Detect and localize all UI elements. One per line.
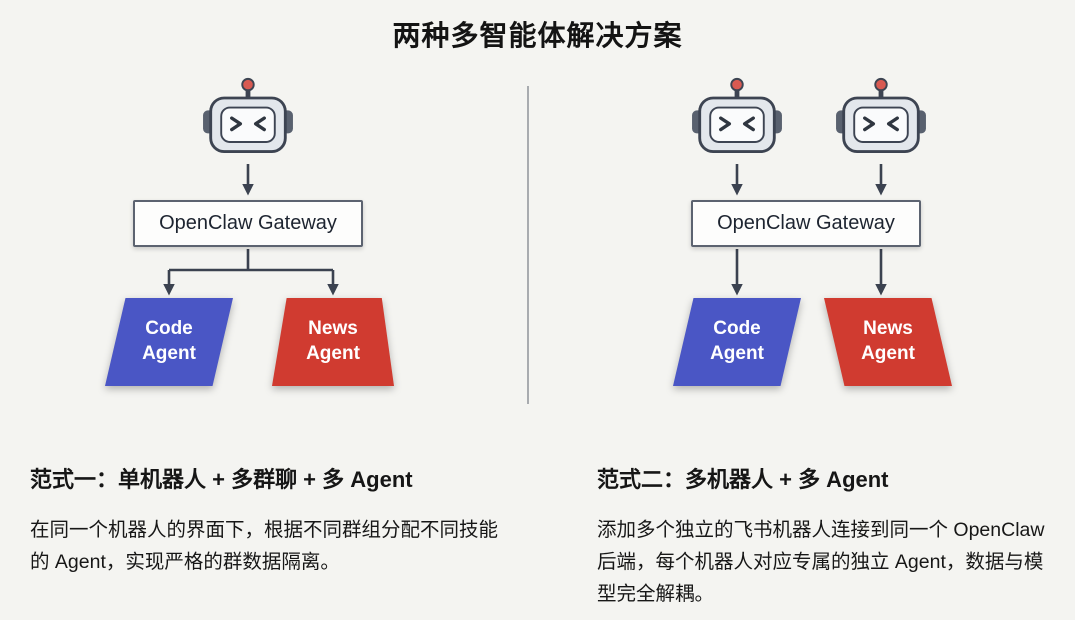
agent-label-line2: Agent [861,343,915,364]
agent-label-line2: Agent [710,343,764,364]
gateway-label: OpenClaw Gateway [159,212,337,234]
paradigm-description-right: 添加多个独立的飞书机器人连接到同一个 OpenClaw 后端，每个机器人对应专属… [597,519,1045,606]
paradigm-description-left: 在同一个机器人的界面下，根据不同群组分配不同技能的 Agent，实现严格的群数据… [30,519,499,574]
code-agent-shape-right: Code Agent [673,298,801,386]
agent-label-line2: Agent [142,343,196,364]
agent-label-line2: Agent [306,343,360,364]
paradigm-heading-right: 范式二：多机器人 + 多 Agent [597,467,889,492]
news-agent-shape-right: News Agent [824,298,952,386]
robot-icon-right-2 [833,76,929,164]
page-title: 两种多智能体解决方案 [392,20,683,51]
agent-label-line1: News [863,318,913,340]
robot-icon-right-1 [689,76,785,164]
agent-label-line1: Code [713,318,761,340]
paradigm-heading-left: 范式一：单机器人 + 多群聊 + 多 Agent [30,467,413,492]
news-agent-shape-left: News Agent [272,298,394,386]
code-agent-shape-left: Code Agent [105,298,233,386]
gateway-box-left: OpenClaw Gateway [133,200,363,247]
agent-label-line1: News [308,318,358,340]
robot-icon-left [200,76,296,164]
gateway-box-right: OpenClaw Gateway [691,200,921,247]
gateway-label: OpenClaw Gateway [717,212,895,234]
agent-label-line1: Code [145,318,193,340]
panel-divider [527,86,529,404]
